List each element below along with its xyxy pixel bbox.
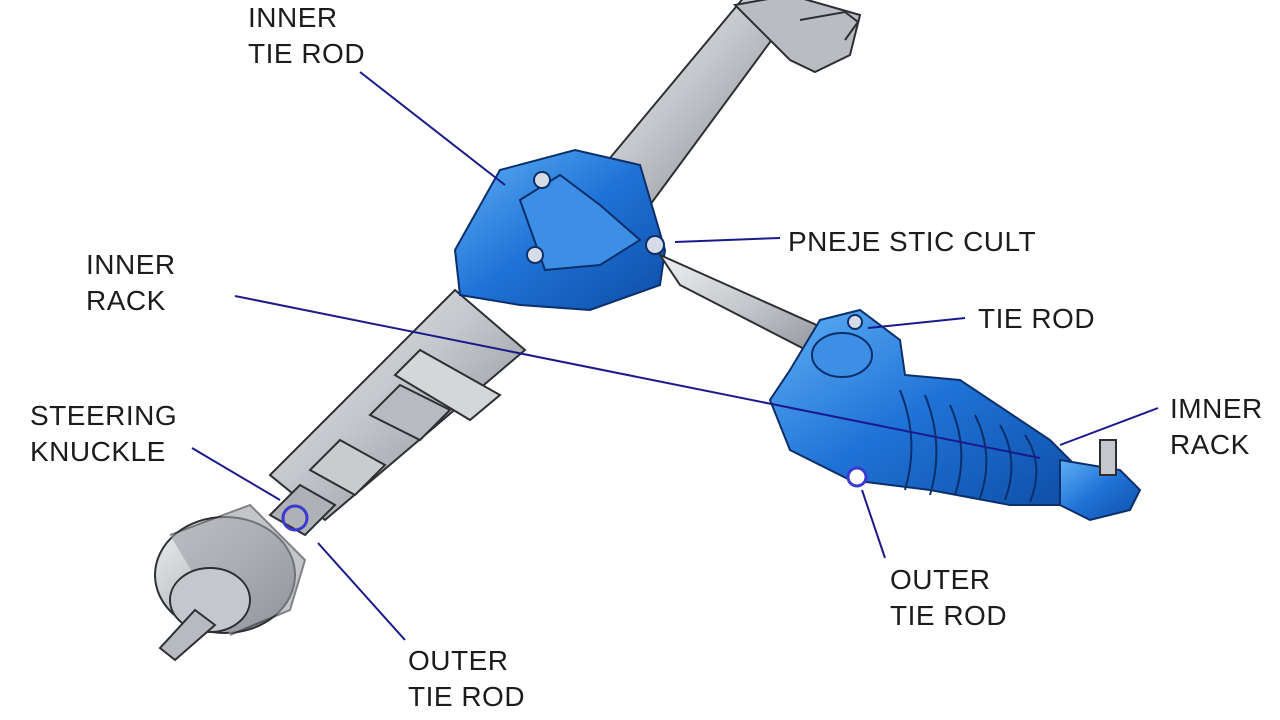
label-tie-rod-right: TIE ROD (978, 301, 1095, 337)
label-inner-rack-left-line1: INNER (86, 249, 176, 280)
label-inner-rack-left: INNER RACK (86, 247, 176, 319)
lower-rack-shaft (268, 288, 527, 537)
label-outer-tie-rod-bottom-line2: TIE ROD (408, 681, 526, 712)
leader-inner-rack-left (234, 295, 1041, 459)
label-steering-knuckle: STEERING KNUCKLE (30, 398, 177, 470)
leader-inner-rack-right (1059, 407, 1159, 446)
leader-tie-rod-right (867, 317, 966, 329)
label-inner-rack-right: IMNER RACK (1170, 391, 1263, 463)
label-outer-tie-rod-right-line2: TIE ROD (890, 600, 1008, 631)
label-inner-rack-right-line1: IMNER (1170, 393, 1263, 424)
label-inner-tie-rod-top: INNER TIE ROD (248, 0, 365, 72)
label-outer-tie-rod-right-line1: OUTER (890, 564, 991, 595)
leader-steering-knuckle (191, 447, 281, 501)
label-inner-rack-left-line2: RACK (86, 285, 166, 316)
label-pneumatic-cult-line1: PNEJE STIC CULT (788, 226, 1037, 257)
label-outer-tie-rod-bottom: OUTER TIE ROD (408, 643, 525, 715)
leader-lines (191, 71, 1159, 641)
label-outer-tie-rod-right: OUTER TIE ROD (890, 562, 1007, 634)
center-housing (453, 148, 667, 312)
leader-pneumatic-cult (674, 237, 781, 243)
label-inner-tie-rod-top-line2: TIE ROD (248, 38, 366, 69)
label-outer-tie-rod-bottom-line1: OUTER (408, 645, 509, 676)
label-steering-knuckle-line2: KNUCKLE (30, 436, 166, 467)
label-inner-rack-right-line2: RACK (1170, 429, 1250, 460)
leader-outer-tie-rod-bottom (317, 542, 406, 641)
label-inner-tie-rod-top-line1: INNER (248, 2, 338, 33)
leader-outer-tie-rod-right (861, 489, 886, 559)
leader-inner-tie-rod-top (359, 71, 506, 186)
end-hub (154, 503, 307, 662)
label-tie-rod-right-line1: TIE ROD (978, 303, 1096, 334)
label-steering-knuckle-line1: STEERING (30, 400, 178, 431)
right-housing-boot (768, 308, 1142, 522)
label-pneumatic-cult: PNEJE STIC CULT (788, 224, 1036, 260)
